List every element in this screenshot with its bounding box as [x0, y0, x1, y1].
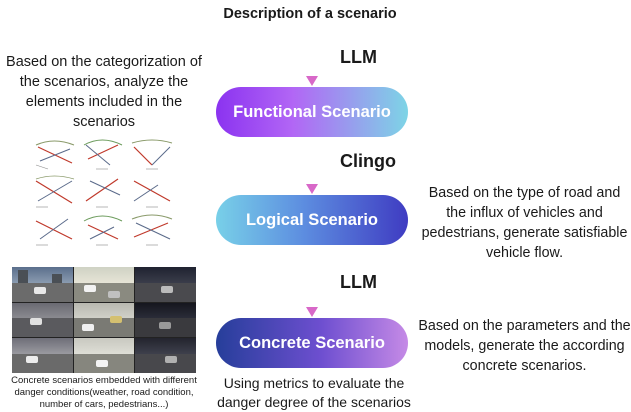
driving-scene-9: [135, 338, 196, 373]
step-label-llm-1: LLM: [340, 47, 377, 67]
arrow-logical-to-concrete: [306, 245, 318, 317]
driving-scene-2: [73, 267, 135, 302]
driving-scene-6: [135, 302, 196, 338]
road-diagram-7: [35, 218, 73, 246]
logical-scenario-description: Based on the type of road and the influx…: [421, 185, 628, 261]
step-label-llm-2: LLM: [340, 272, 377, 292]
concrete-scenario-node: Concrete Scenario: [216, 318, 408, 368]
metrics-description: Using metrics to evaluate the danger deg…: [217, 375, 411, 410]
concrete-scenario-description: Based on the parameters and the models, …: [418, 318, 631, 374]
road-diagram-2: [83, 139, 123, 170]
driving-scene-3: [135, 267, 196, 302]
road-diagram-1: [35, 140, 75, 170]
categorization-description: Based on the categorization of the scena…: [6, 54, 202, 130]
arrow-description-to-functional: [306, 34, 318, 86]
arrow-functional-to-logical: [306, 137, 318, 194]
scenario-description-title: Description of a scenario: [223, 6, 397, 22]
driving-scene-photo-grid: [12, 267, 196, 373]
road-diagram-6: [133, 180, 171, 208]
driving-scene-1: [12, 267, 73, 302]
driving-scenes-caption: Concrete scenarios embedded with differe…: [11, 375, 197, 410]
road-diagram-3: [131, 139, 173, 170]
functional-scenario-node: Functional Scenario: [216, 87, 408, 137]
driving-scene-4: [12, 302, 73, 338]
driving-scene-5: [73, 302, 135, 338]
driving-scene-7: [12, 338, 73, 373]
road-diagram-8: [83, 215, 123, 246]
road-diagram-4: [35, 175, 75, 208]
road-diagram-5: [85, 178, 121, 208]
logical-scenario-node: Logical Scenario: [216, 195, 408, 245]
step-label-clingo: Clingo: [340, 151, 396, 171]
driving-scene-8: [73, 338, 135, 373]
road-diagram-9: [131, 214, 173, 246]
road-topology-diagram-grid: [35, 139, 173, 246]
